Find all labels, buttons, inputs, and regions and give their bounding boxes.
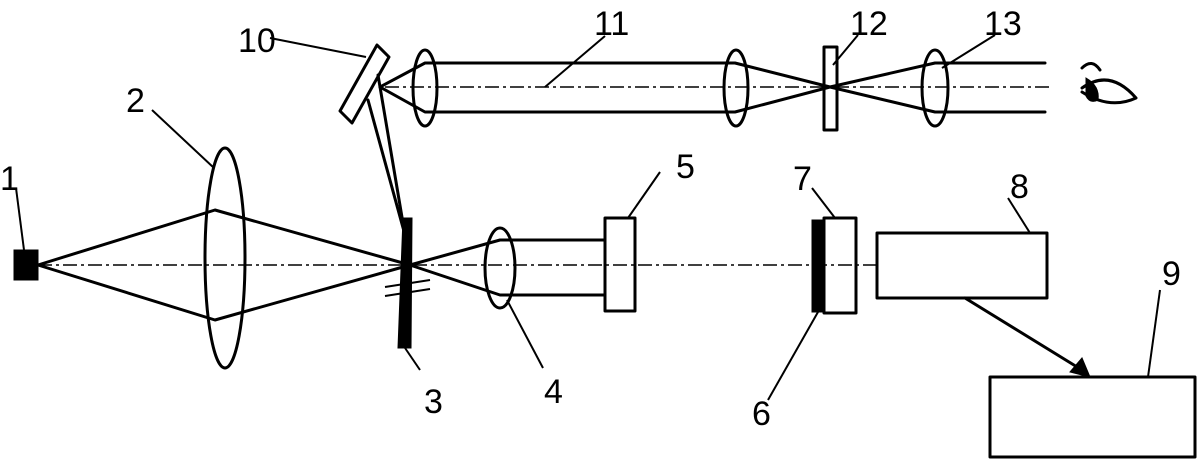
condenser-rays bbox=[36, 208, 412, 322]
label-11: 11 bbox=[594, 5, 629, 43]
sample-plate bbox=[384, 217, 431, 349]
tube-block bbox=[603, 216, 637, 313]
label-2: 2 bbox=[126, 82, 145, 120]
label-3: 3 bbox=[424, 383, 443, 421]
label-12: 12 bbox=[850, 5, 888, 43]
objective-lens bbox=[483, 226, 517, 310]
computer-box bbox=[988, 375, 1197, 459]
label-7: 7 bbox=[793, 160, 812, 198]
reticle bbox=[822, 45, 839, 132]
relay-lens-left bbox=[411, 48, 439, 128]
data-arrow bbox=[963, 296, 1091, 378]
label-4: 4 bbox=[544, 373, 563, 411]
callout-labels: 1 2 3 4 5 6 7 8 9 10 11 12 13 bbox=[0, 5, 1181, 433]
label-6: 6 bbox=[752, 395, 771, 433]
label-10: 10 bbox=[238, 22, 276, 60]
reflected-beam bbox=[366, 73, 407, 237]
eyepiece-lens bbox=[920, 48, 950, 128]
camera-body bbox=[875, 231, 1049, 300]
mirror bbox=[338, 43, 391, 125]
eye-icon bbox=[1080, 62, 1138, 105]
relay-lens-right bbox=[722, 48, 750, 128]
objective-rays bbox=[408, 238, 607, 297]
light-source bbox=[13, 249, 39, 281]
label-13: 13 bbox=[984, 5, 1022, 43]
condenser-lens bbox=[203, 146, 247, 370]
filter-plate bbox=[811, 219, 825, 313]
leader-lines bbox=[15, 34, 1161, 401]
camera-front bbox=[822, 216, 858, 315]
label-9: 9 bbox=[1162, 255, 1181, 293]
label-5: 5 bbox=[676, 148, 695, 186]
label-1: 1 bbox=[0, 160, 19, 198]
upper-beam bbox=[378, 61, 1047, 114]
label-8: 8 bbox=[1010, 168, 1029, 206]
